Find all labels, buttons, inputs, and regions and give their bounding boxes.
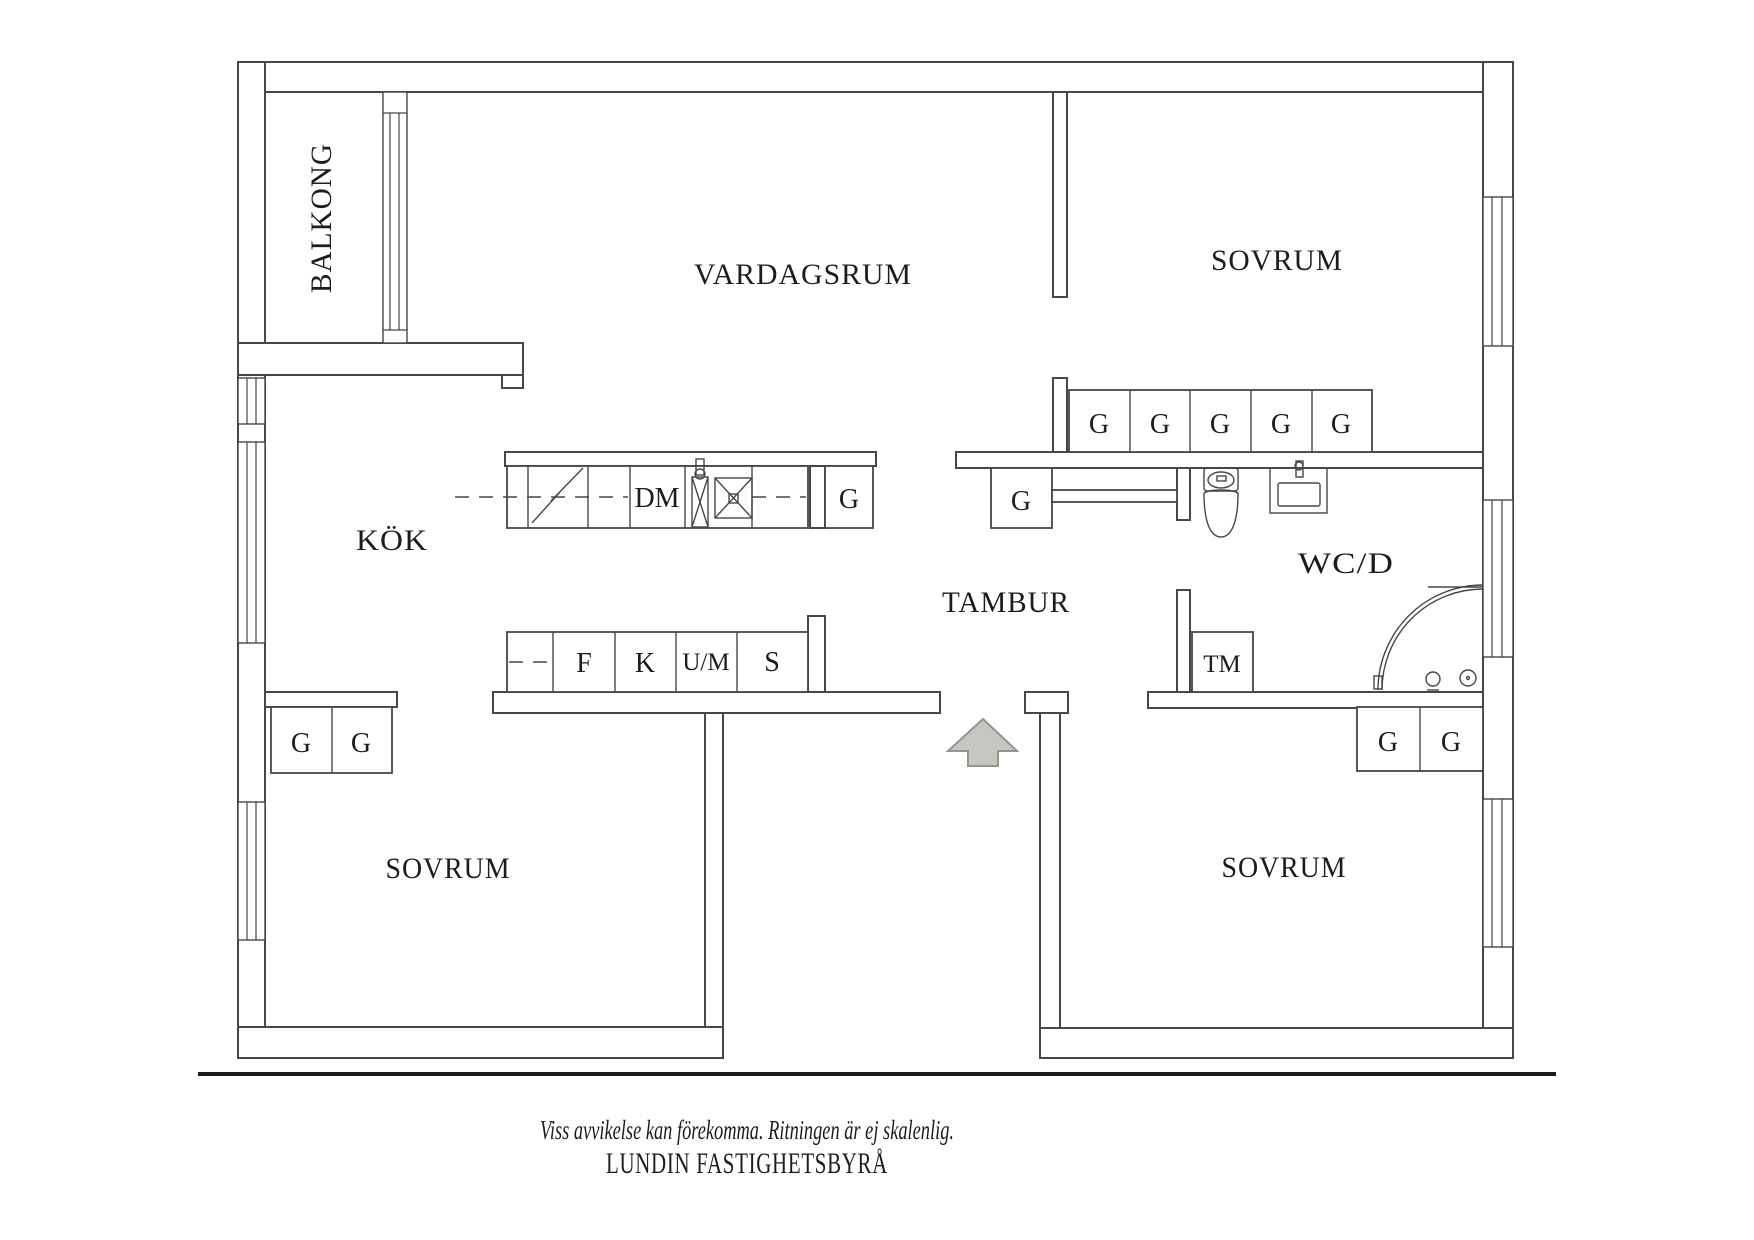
wardrobe-label: G xyxy=(1378,727,1398,758)
window-wcd xyxy=(1482,499,1514,658)
balcony-door xyxy=(382,91,408,344)
wall-bedroom-bl-east xyxy=(704,712,724,1028)
wall-bedroom-tr-west xyxy=(1052,91,1068,298)
washing-machine-box xyxy=(1191,631,1254,693)
window-bedroom-tr xyxy=(1482,196,1514,347)
wall-wcd-west-lower xyxy=(1176,589,1191,693)
wall-bottom-left xyxy=(237,1026,724,1059)
toilet-icon xyxy=(1203,467,1239,538)
wall-balcony-south xyxy=(237,342,524,376)
window-bedroom-br xyxy=(1482,798,1514,948)
wall-bottom-right xyxy=(1039,1027,1514,1059)
kitchen-counter-lower xyxy=(506,631,809,693)
wardrobe-box-tambur xyxy=(990,467,1053,529)
wall-balcony-south-step xyxy=(501,374,524,389)
wardrobe-label: G xyxy=(1011,486,1031,517)
wardrobe-pair-bedroom-br xyxy=(1356,706,1484,772)
wardrobe-label: G xyxy=(1150,409,1170,440)
fridge-label: F xyxy=(576,648,592,679)
hat-shelf xyxy=(1051,489,1178,503)
window-bedroom-bl xyxy=(237,801,266,941)
entry-arrow-icon xyxy=(945,717,1020,767)
wall-kitchen-backsplash xyxy=(504,451,877,467)
wall-counter-stub-upper xyxy=(809,465,826,529)
wall-bedroom-tr-door-stub xyxy=(1052,377,1068,453)
counter-lower-outline xyxy=(506,631,809,693)
wall-tambur-north xyxy=(955,451,1484,469)
oven-micro-label: U/M xyxy=(682,649,729,676)
wall-wcd-west-upper xyxy=(1176,466,1191,521)
wall-bedroom-br-north xyxy=(1147,691,1484,709)
room-label-vardagsrum: VARDAGSRUM xyxy=(694,258,912,291)
wardrobe-label: G xyxy=(1331,409,1351,440)
wardrobe-label: G xyxy=(1441,727,1461,758)
room-label-sovrum-bottom-right: SOVRUM xyxy=(1222,851,1347,884)
drainer-icon xyxy=(531,467,584,524)
wardrobe-label: G xyxy=(1210,409,1230,440)
room-label-sovrum-top-right: SOVRUM xyxy=(1211,244,1343,277)
room-label-kok: KÖK xyxy=(356,524,428,557)
wall-south-corridor xyxy=(492,691,941,714)
wardrobe-row-bedroom-tr xyxy=(1068,389,1373,453)
wall-bedroom-br-west xyxy=(1039,712,1061,1029)
room-label-balkong: BALKONG xyxy=(305,143,338,293)
footer-disclaimer: Viss avvikelse kan förekomma. Ritningen … xyxy=(540,1115,954,1145)
footer-divider xyxy=(198,1072,1556,1076)
shower-icon xyxy=(1373,584,1484,691)
windows xyxy=(237,91,1514,948)
room-label-wcd: WC/D xyxy=(1298,547,1394,580)
wall-entry-post xyxy=(1024,691,1069,714)
wardrobe-box xyxy=(824,465,874,529)
kitchen-counter-upper xyxy=(455,458,874,529)
wardrobe-label: G xyxy=(839,484,859,515)
wall-counter-stub-lower xyxy=(807,615,826,693)
wall-closet-header-left xyxy=(264,691,398,708)
room-label-sovrum-bottom-left: SOVRUM xyxy=(386,852,511,885)
pantry-label: S xyxy=(764,647,780,678)
window-kitchen xyxy=(237,441,266,644)
wardrobe-pair-bedroom-bl xyxy=(270,706,393,774)
wall-top xyxy=(237,61,1514,93)
wardrobe-box xyxy=(1068,389,1373,453)
washing-machine-label: TM xyxy=(1203,651,1241,678)
footer-brand: LUNDIN FASTIGHETSBYRÅ xyxy=(606,1147,888,1180)
faucet-icon xyxy=(691,458,709,528)
window-kitchen-upper xyxy=(237,377,266,425)
washbasin-icon xyxy=(1269,460,1328,514)
wardrobe-label: G xyxy=(351,728,371,759)
wardrobe-label: G xyxy=(1089,409,1109,440)
freezer-label: K xyxy=(635,648,655,679)
wardrobe-label: G xyxy=(1271,409,1291,440)
sink-icon xyxy=(714,477,753,519)
wardrobe-label: G xyxy=(291,728,311,759)
room-label-tambur: TAMBUR xyxy=(942,586,1070,619)
dishwasher-label: DM xyxy=(634,483,679,514)
